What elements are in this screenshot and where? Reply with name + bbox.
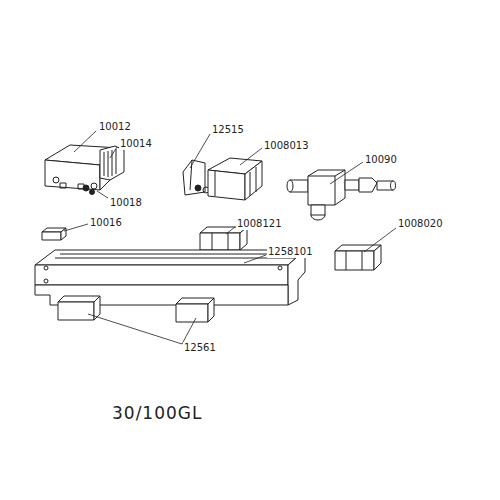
stop-assembly xyxy=(287,170,396,220)
slide-block xyxy=(335,245,381,270)
callout-number: 1008013 xyxy=(263,140,310,152)
guide-rail xyxy=(35,250,305,305)
support-block xyxy=(176,298,214,322)
callout-number: 10018 xyxy=(109,197,143,209)
callout-number: 1258101 xyxy=(267,246,314,258)
jaw-assembly xyxy=(183,158,262,200)
callout-number: 10090 xyxy=(364,154,398,166)
model-caption: 30/100GL xyxy=(112,403,202,423)
callout-number: 12561 xyxy=(183,342,217,354)
callout-number: 12515 xyxy=(211,124,245,136)
callout-number: 10016 xyxy=(89,217,123,229)
support-block xyxy=(58,296,100,320)
callout-number: 10012 xyxy=(98,121,132,133)
key-bar xyxy=(42,228,66,240)
callout-number: 1008020 xyxy=(397,218,444,230)
slide-block xyxy=(200,227,247,250)
leader-lines xyxy=(64,131,396,344)
callout-number: 1008121 xyxy=(236,218,283,230)
callout-number: 10014 xyxy=(119,138,153,150)
clamp-block xyxy=(45,145,124,195)
